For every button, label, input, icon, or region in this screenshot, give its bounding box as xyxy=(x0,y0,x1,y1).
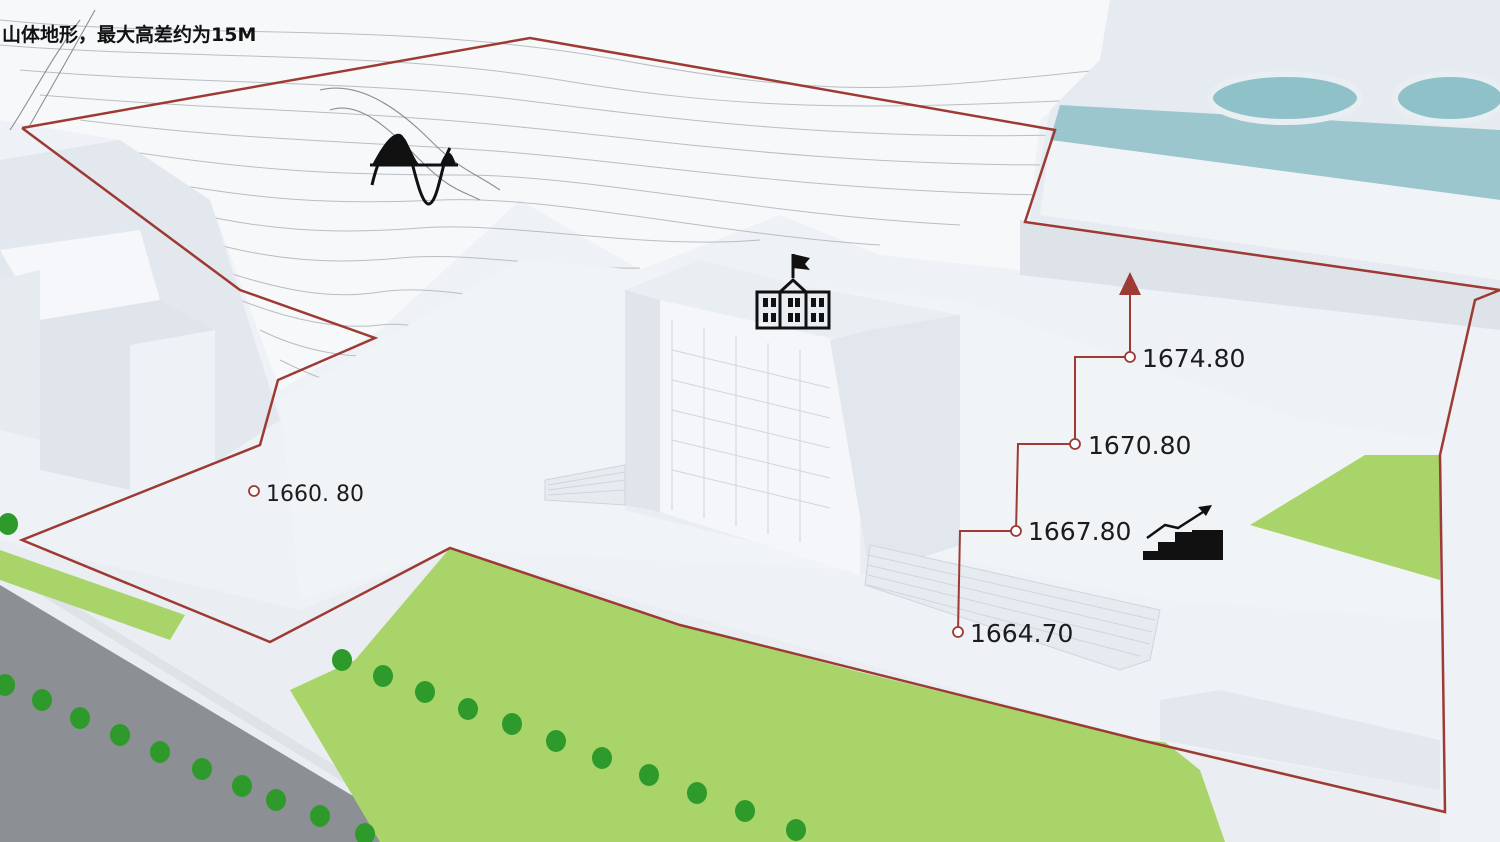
terrain-wave-icon xyxy=(370,133,458,206)
marker-1667 xyxy=(1010,525,1022,537)
lawn-right xyxy=(1250,455,1440,580)
up-arrow-icon xyxy=(1119,272,1141,295)
contour-ridge xyxy=(9,9,501,201)
contour-lines xyxy=(0,19,1101,421)
pool-2 xyxy=(1392,71,1500,125)
right-low-block xyxy=(1160,690,1440,790)
elevation-leader xyxy=(957,290,1131,633)
marker-1674 xyxy=(1124,351,1136,363)
school-building xyxy=(625,260,960,575)
marker-1664 xyxy=(952,626,964,638)
stairs-left xyxy=(544,464,626,506)
elevation-label-1660: 1660. 80 xyxy=(266,482,364,507)
elevation-label-1664: 1664.70 xyxy=(970,619,1073,648)
lawn-large xyxy=(290,548,1225,842)
stairs-growth-icon xyxy=(1143,505,1223,560)
site-boundary xyxy=(18,36,1500,814)
school-building-icon xyxy=(755,254,831,330)
road xyxy=(0,585,430,842)
lawn-left xyxy=(0,550,185,640)
hill-terrain xyxy=(0,0,1110,390)
stairs-right xyxy=(864,544,1161,671)
elevation-label-1667: 1667.80 xyxy=(1028,517,1131,546)
marker-1670 xyxy=(1069,438,1081,450)
right-platform xyxy=(1020,0,1500,330)
elevation-label-1674: 1674.80 xyxy=(1142,344,1245,373)
pool-1 xyxy=(1207,71,1363,125)
left-buildings xyxy=(0,140,280,490)
elevation-label-1670: 1670.80 xyxy=(1088,431,1191,460)
tree-row xyxy=(0,513,806,842)
page-caption: 山体地形，最大高差约为15M xyxy=(2,24,257,46)
marker-1660 xyxy=(248,485,260,497)
